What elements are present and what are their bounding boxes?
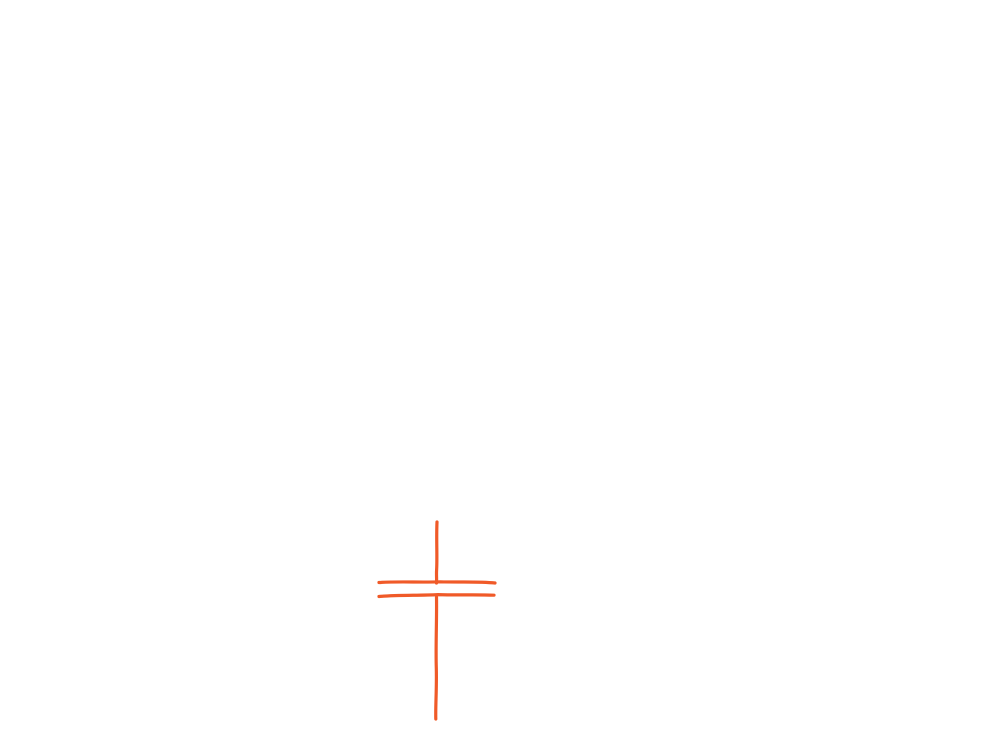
capacitor-bottom-lead xyxy=(434,595,439,721)
capacitor-bottom-plate xyxy=(377,593,496,599)
capacitor-top-plate xyxy=(377,580,497,585)
capacitor-top-lead xyxy=(434,520,439,585)
